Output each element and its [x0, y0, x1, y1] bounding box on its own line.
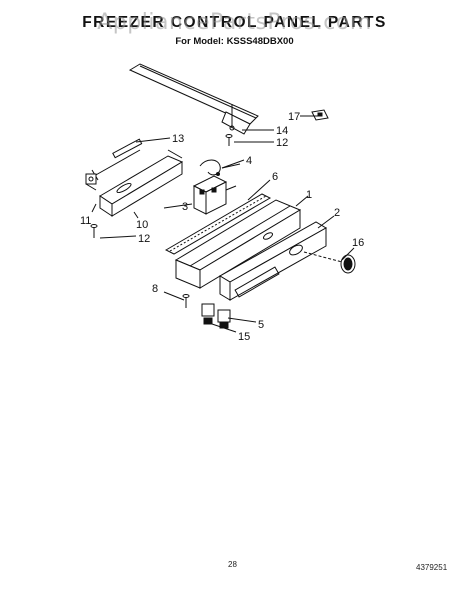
callout-11: 11 [80, 215, 91, 227]
leader-lines [91, 115, 355, 333]
document-number: 4379251 [416, 563, 448, 572]
callout-labels: 1 2 3 4 5 6 8 10 11 12 12 13 14 15 16 17 [80, 111, 364, 343]
model-number: For Model: KSSS48DBX00 [175, 36, 294, 47]
callout-6: 6 [272, 171, 278, 183]
part-8-screw [182, 294, 190, 308]
part-2-panel [219, 221, 327, 301]
callout-10: 10 [136, 219, 148, 231]
part-3-thermostat [192, 175, 237, 215]
part-15-socket [201, 303, 215, 325]
part-14-strap [128, 63, 259, 135]
callout-16: 16 [352, 237, 364, 249]
part-16-knob [303, 251, 356, 274]
callout-13: 13 [172, 133, 184, 145]
callout-8: 8 [152, 283, 158, 295]
part-6-gasket [164, 193, 272, 255]
part-5-switch [217, 309, 231, 329]
callout-15: 15 [238, 331, 250, 343]
callout-17: 17 [288, 111, 300, 123]
callout-12-upper: 12 [276, 137, 288, 149]
page-number: 28 [228, 560, 237, 569]
callout-5: 5 [258, 319, 264, 331]
part-4-wire [199, 159, 241, 176]
part-13-sensor [91, 138, 143, 181]
part-10-bracket [99, 149, 184, 217]
callout-4: 4 [246, 155, 252, 167]
part-12-lower-screw [90, 224, 98, 238]
callout-12-lower: 12 [138, 233, 150, 245]
callout-2: 2 [334, 207, 340, 219]
part-17-clip [311, 109, 329, 121]
callout-1: 1 [306, 189, 312, 201]
part-12-upper-screw [225, 134, 233, 146]
diagram-title: FREEZER CONTROL PANEL PARTS [82, 14, 387, 31]
part-11-clip [85, 173, 97, 191]
callout-3: 3 [182, 201, 188, 213]
callout-14: 14 [276, 125, 288, 137]
part-1-housing [174, 199, 302, 289]
